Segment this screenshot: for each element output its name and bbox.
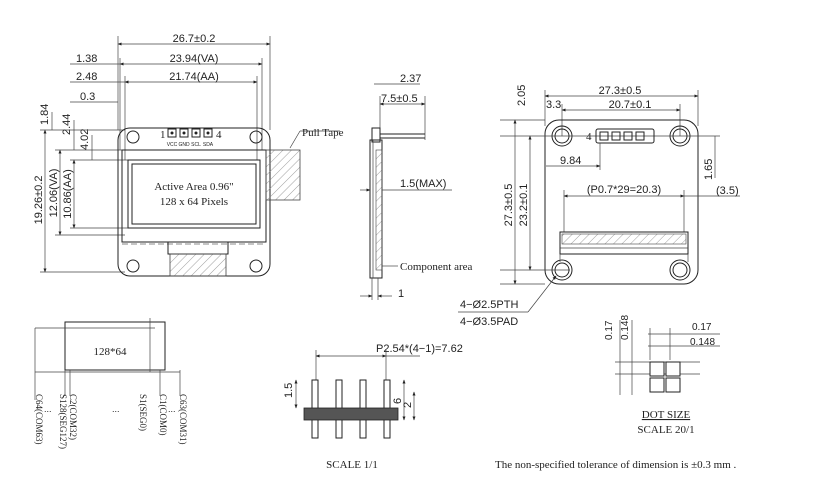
col-label-c2: C2(COM32) <box>68 394 78 440</box>
dim-7-5: 7.5±0.5 <box>381 93 418 105</box>
header-scale: SCALE 1/1 <box>326 459 378 471</box>
dim-1-38: 1.38 <box>76 53 97 65</box>
dim-2-44: 2.44 <box>61 114 73 135</box>
dim-aa-width: 21.74(AA) <box>169 71 219 83</box>
col-label-s1: S1(SEG0) <box>138 394 148 431</box>
pin-first-label: 1 <box>160 129 166 141</box>
dim-4-02: 4.02 <box>79 129 91 150</box>
pin-label-gnd: GND <box>178 142 190 148</box>
dot-size-title: DOT SIZE <box>642 409 691 421</box>
dim-overall-width: 26.7±0.2 <box>173 33 216 45</box>
pull-tape-label: Pull Tape <box>302 127 344 139</box>
active-area-line1: Active Area 0.96" <box>154 181 233 193</box>
col-label-c63: C63(COM31) <box>178 394 188 445</box>
dim-0-17-v: 0.17 <box>604 320 615 340</box>
side-view: 2.37 7.5±0.5 1.5(MAX) Component area 1 <box>360 73 473 300</box>
dim-thickness: 1.5(MAX) <box>400 178 446 190</box>
hole-pad-callout: 4−Ø3.5PAD <box>460 316 518 328</box>
dim-9-84: 9.84 <box>560 155 581 167</box>
dim-height: 19.26±0.2 <box>33 176 45 225</box>
header-pitch: P2.54*(4−1)=7.62 <box>376 343 463 355</box>
dim-back-width: 27.3±0.5 <box>599 85 642 97</box>
header-pins: P2.54*(4−1)=7.62 1.5 6 2 SCALE 1/1 <box>283 343 463 471</box>
dim-3-3: 3.3 <box>546 99 561 111</box>
dim-pitch: (P0.7*29=20.3) <box>587 184 661 196</box>
dim-2-37: 2.37 <box>400 73 421 85</box>
dot-size-scale: SCALE 20/1 <box>637 424 694 436</box>
pin-label-sda: SDA <box>203 142 214 148</box>
dim-6: 6 <box>392 398 404 404</box>
tolerance-note: The non-specified tolerance of dimension… <box>495 459 737 471</box>
pin-label-scl: SCL <box>191 142 201 148</box>
dim-2-48: 2.48 <box>76 71 97 83</box>
back-view: 27.3±0.5 20.7±0.1 3.3 2.05 4 9.84 (P0.7*… <box>458 85 740 328</box>
dots-right: ... <box>168 404 176 414</box>
dim-va-height: 12.06(VA) <box>48 169 60 218</box>
dim-hole-span: 20.7±0.1 <box>609 99 652 111</box>
dot-size: 0.17 0.148 0.17 0.148 DOT SIZE SCALE 20/… <box>604 315 720 436</box>
pin-last-label: 4 <box>216 129 222 141</box>
dots-left: ... <box>44 404 52 414</box>
dim-1: 1 <box>398 288 404 300</box>
back-pin-label: 4 <box>586 131 592 143</box>
hole-pth-callout: 4−Ø2.5PTH <box>460 299 518 311</box>
dim-2-05: 2.05 <box>516 85 528 106</box>
pixel-map: 128*64 C64(COM63) S128(SEG127) C2(COM32)… <box>34 318 188 449</box>
dim-0-148-v: 0.148 <box>620 315 631 340</box>
front-view: 26.7±0.2 23.94(VA) 21.74(AA) 1.38 2.48 0… <box>33 33 344 277</box>
dim-hole-vspan: 23.2±0.1 <box>518 184 530 227</box>
dim-2: 2 <box>402 402 414 408</box>
dim-1-65: 1.65 <box>703 159 715 180</box>
dim-3-5: (3.5) <box>716 185 739 197</box>
col-label-s128: S128(SEG127) <box>58 394 68 449</box>
dim-back-height: 27.3±0.5 <box>503 184 515 227</box>
pin-label-vcc: VCC <box>167 142 178 148</box>
dim-0-148-h: 0.148 <box>690 337 715 348</box>
dim-1-5: 1.5 <box>283 383 295 398</box>
pixel-map-title: 128*64 <box>94 346 128 358</box>
dim-0-17-h: 0.17 <box>692 322 712 333</box>
dim-1-84: 1.84 <box>39 104 51 125</box>
active-area-line2: 128 x 64 Pixels <box>160 196 228 208</box>
component-area-label: Component area <box>400 261 473 273</box>
col-label-c1: C1(COM0) <box>158 394 168 436</box>
dim-aa-height: 10.86(AA) <box>62 169 74 219</box>
dim-va-width: 23.94(VA) <box>170 53 219 65</box>
col-label-c64: C64(COM63) <box>34 394 44 445</box>
dots-mid: ... <box>112 404 120 414</box>
dim-0-3: 0.3 <box>80 91 95 103</box>
